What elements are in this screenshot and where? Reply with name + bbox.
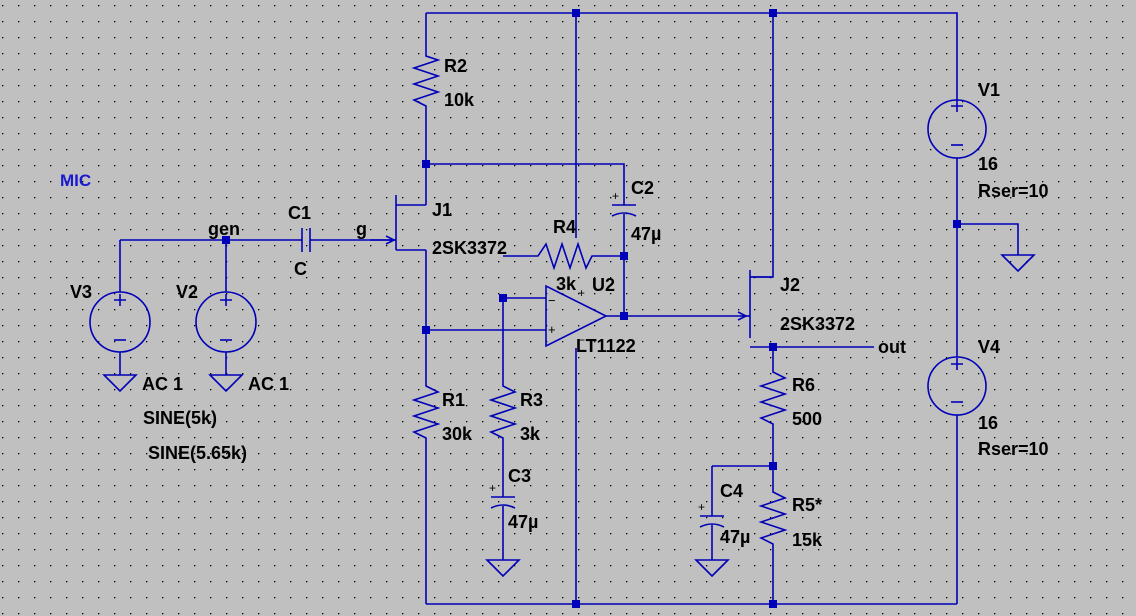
r2-value: 10k (444, 90, 475, 110)
svg-text:+: + (698, 500, 705, 514)
r4-ref: R4 (553, 217, 576, 237)
v3-src: SINE(5k) (143, 408, 217, 428)
c1-ref: C1 (288, 203, 311, 223)
capacitor-c4[interactable]: + (698, 500, 725, 534)
c4-ref: C4 (720, 481, 743, 501)
r5-value: 15k (792, 530, 823, 550)
c3-value: 47µ (508, 512, 538, 532)
ground-icon (485, 559, 521, 578)
net-label-g: g (356, 219, 367, 239)
c4-value: 47µ (720, 527, 750, 547)
resistor-r3[interactable] (488, 380, 518, 446)
u2-value: LT1122 (576, 336, 636, 356)
ground-icon (1000, 254, 1036, 273)
j1-ref: J1 (432, 200, 452, 220)
v1-value: 16 (978, 154, 998, 174)
r5-ref: R5* (792, 495, 822, 515)
svg-text:+: + (612, 189, 619, 203)
ground-icon (694, 559, 730, 578)
v3-ref: V3 (70, 282, 92, 302)
c1-value: C (294, 259, 307, 279)
ground-icon (208, 374, 244, 393)
resistor-r6[interactable] (758, 365, 788, 432)
opamp-u2[interactable]: − + + − (545, 284, 608, 348)
voltage-source-v1[interactable] (927, 99, 987, 159)
r6-value: 500 (792, 409, 822, 429)
c2-value: 47µ (631, 224, 661, 244)
v1-param: Rser=10 (978, 181, 1049, 201)
svg-text:+: + (548, 322, 556, 337)
svg-text:+: + (489, 481, 496, 495)
resistor-r1[interactable] (411, 380, 441, 446)
comment-label: MIC (60, 171, 91, 190)
jfet-j2[interactable] (737, 270, 773, 338)
r1-value: 30k (442, 424, 473, 444)
resistor-r4[interactable] (503, 241, 598, 271)
r6-ref: R6 (792, 375, 815, 395)
v1-ref: V1 (978, 80, 1000, 100)
v4-value: 16 (978, 413, 998, 433)
r3-ref: R3 (520, 390, 543, 410)
net-label-out: out (878, 337, 906, 357)
capacitor-c1[interactable] (300, 228, 312, 252)
u2-ref: U2 (592, 275, 615, 295)
resistor-r2[interactable] (411, 48, 441, 114)
v3-ac: AC 1 (142, 374, 183, 394)
svg-text:−: − (578, 333, 585, 347)
v2-ac: AC 1 (248, 374, 289, 394)
v4-param: Rser=10 (978, 439, 1049, 459)
v4-ref: V4 (978, 337, 1000, 357)
resistor-r5[interactable] (758, 485, 788, 549)
voltage-source-v4[interactable] (927, 356, 987, 416)
voltage-source-v3[interactable] (89, 291, 151, 353)
voltage-source-v2[interactable] (195, 291, 257, 353)
j2-value: 2SK3372 (780, 314, 855, 334)
v2-ref: V2 (176, 282, 198, 302)
capacitor-c3[interactable]: + (489, 480, 516, 522)
v2-src: SINE(5.65k) (148, 443, 247, 463)
svg-text:+: + (578, 286, 585, 300)
junction-nodes (222, 9, 961, 608)
jfet-j1[interactable] (370, 195, 426, 251)
r4-value: 3k (556, 274, 577, 294)
net-label-gen: gen (208, 219, 240, 239)
j2-ref: J2 (780, 275, 800, 295)
c2-ref: C2 (631, 178, 654, 198)
r3-value: 3k (520, 424, 541, 444)
capacitor-c2[interactable]: + (611, 188, 637, 226)
c3-ref: C3 (508, 466, 531, 486)
svg-text:−: − (548, 293, 556, 308)
r1-ref: R1 (442, 390, 465, 410)
j1-value: 2SK3372 (432, 238, 507, 258)
ground-icon (102, 374, 138, 393)
r2-ref: R2 (444, 56, 467, 76)
